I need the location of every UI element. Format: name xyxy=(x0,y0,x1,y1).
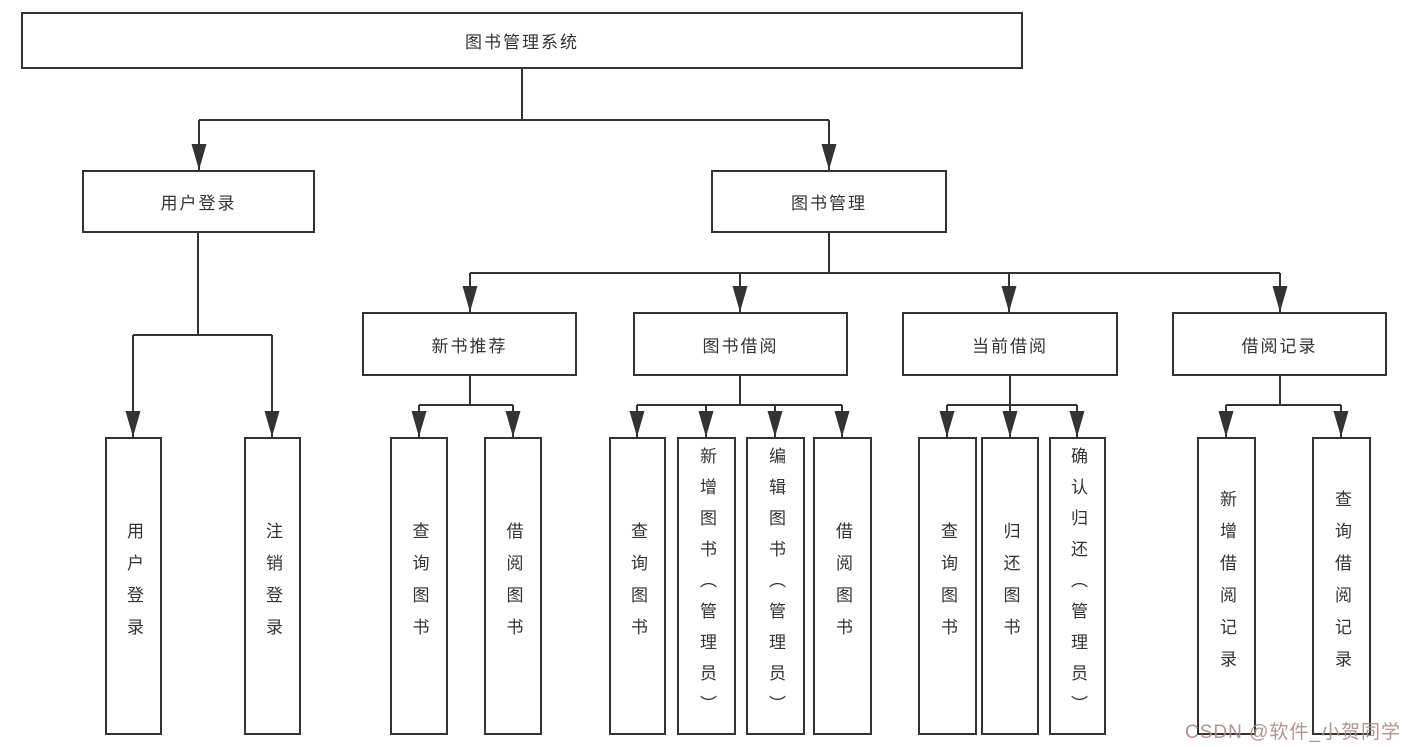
connector-book-mgmt xyxy=(470,233,1280,274)
connector-user-login xyxy=(133,233,272,336)
leaf-label: 借阅图书 xyxy=(503,522,523,650)
node-label: 用户登录 xyxy=(160,194,237,213)
leaf-label: 归还图书 xyxy=(1000,522,1020,650)
connector-book-borrow xyxy=(637,376,842,406)
leaf-label: 确认归还（管理员） xyxy=(1068,446,1087,726)
leaf-label: 用户登录 xyxy=(124,522,143,650)
leaf-return-books: 归还图书 xyxy=(981,437,1039,735)
leaf-add-books-admin: 新增图书（管理员） xyxy=(677,437,736,735)
node-label: 图书管理系统 xyxy=(465,33,579,52)
node-user-login: 用户登录 xyxy=(82,170,315,233)
leaf-user-login: 用户登录 xyxy=(105,437,162,735)
leaf-query-books-borrowing: 查询图书 xyxy=(609,437,666,735)
leaf-edit-books-admin: 编辑图书（管理员） xyxy=(746,437,805,735)
leaf-query-borrow-record: 查询借阅记录 xyxy=(1312,437,1371,735)
leaf-label: 查询图书 xyxy=(938,522,957,650)
leaf-confirm-return-admin: 确认归还（管理员） xyxy=(1049,437,1106,735)
leaf-label: 借阅图书 xyxy=(833,522,852,650)
node-label: 新书推荐 xyxy=(431,336,508,356)
leaf-label: 查询图书 xyxy=(409,522,429,650)
connector-current-borrow xyxy=(947,376,1077,406)
node-label: 图书借阅 xyxy=(702,336,779,356)
leaf-label: 查询图书 xyxy=(628,522,647,650)
leaf-label: 新增图书（管理员） xyxy=(697,446,716,726)
leaf-add-borrow-record: 新增借阅记录 xyxy=(1197,437,1256,735)
leaf-label: 注销登录 xyxy=(263,522,282,650)
node-book-borrowing: 图书借阅 xyxy=(633,312,848,376)
leaf-query-books-current: 查询图书 xyxy=(918,437,977,735)
node-new-book-recommendation: 新书推荐 xyxy=(362,312,577,376)
leaf-label: 查询借阅记录 xyxy=(1332,490,1351,682)
connector-root xyxy=(199,69,829,121)
node-library-management-system: 图书管理系统 xyxy=(21,12,1023,69)
leaf-borrow-books-borrowing: 借阅图书 xyxy=(813,437,872,735)
connector-borrow-records xyxy=(1226,376,1341,406)
leaf-query-books-newbooks: 查询图书 xyxy=(390,437,448,735)
node-current-borrowing: 当前借阅 xyxy=(902,312,1118,376)
leaf-label: 新增借阅记录 xyxy=(1217,490,1236,682)
leaf-label: 编辑图书（管理员） xyxy=(766,446,785,726)
csdn-watermark: CSDN @软件_小贺同学 xyxy=(1185,722,1401,743)
node-label: 当前借阅 xyxy=(972,336,1048,356)
node-label: 借阅记录 xyxy=(1241,336,1318,356)
connector-new-books xyxy=(419,376,513,406)
node-borrowing-records: 借阅记录 xyxy=(1172,312,1387,376)
node-label: 图书管理 xyxy=(791,194,867,213)
node-book-management: 图书管理 xyxy=(711,170,947,233)
leaf-logout: 注销登录 xyxy=(244,437,301,735)
leaf-borrow-books-newbooks: 借阅图书 xyxy=(484,437,542,735)
